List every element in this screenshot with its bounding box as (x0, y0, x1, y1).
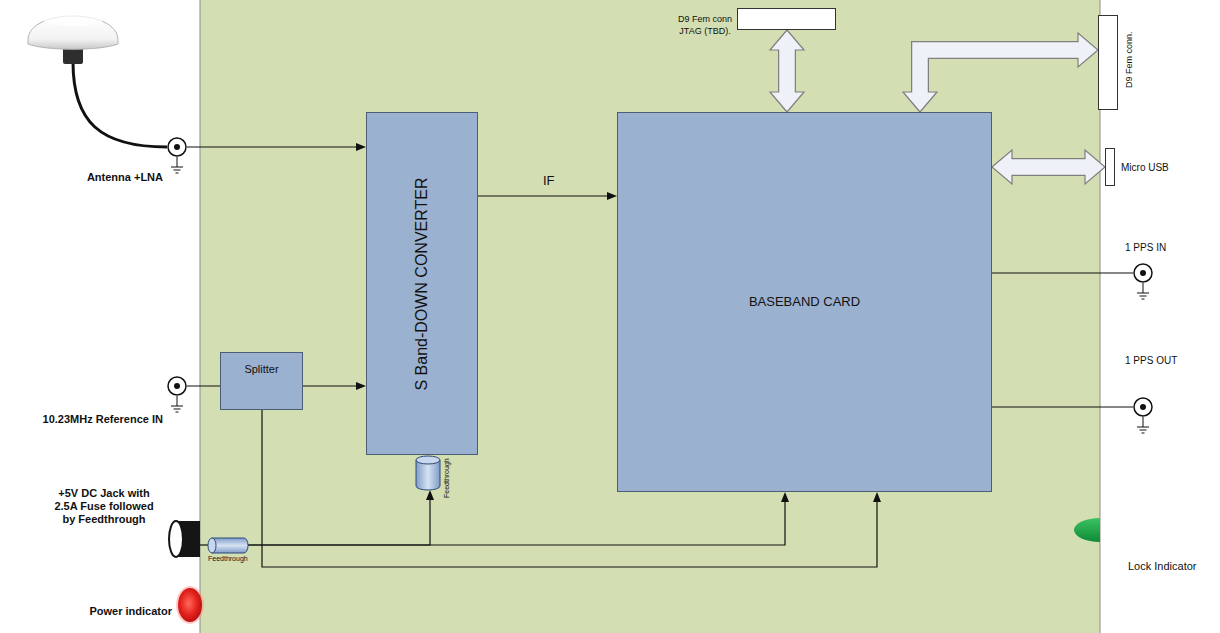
arrow-head (356, 382, 366, 390)
bus-arrow (770, 30, 804, 112)
baseband-box: BASEBAND CARD (617, 112, 992, 492)
signal-line-path (478, 195, 610, 196)
coax-connector-shape (1133, 263, 1153, 283)
signal-line-path (187, 146, 359, 147)
splitter-box: Splitter (220, 352, 303, 410)
signal-line (248, 492, 789, 545)
bus-arrow-body (920, 50, 1082, 96)
signal-line (992, 273, 1133, 274)
coax-connector: Antenna +LNA (167, 137, 187, 157)
connector-label: D9 Fem conn. (1124, 31, 1135, 88)
coax-connector: 1 PPS OUT (1133, 397, 1153, 417)
arrow-head (356, 143, 366, 151)
signal-line-path (992, 272, 1133, 273)
coax-connector-shape (1133, 397, 1153, 417)
connector-label: Antenna +LNA (87, 171, 163, 184)
power-indicator: Power indicator (178, 588, 202, 622)
signal-name: 1 PPS IN (1125, 242, 1166, 254)
bus-arrow (992, 150, 1105, 184)
signal-line (187, 386, 220, 387)
signal-line (992, 407, 1133, 408)
usb-connector: Micro USB (1105, 148, 1115, 186)
connector-label: 10.23MHz Reference IN (43, 413, 163, 426)
coax-connector-shape (167, 137, 187, 157)
connector-label: +5V DC Jack with 2.5A Fuse followed by F… (48, 487, 160, 526)
feedthrough: Feedthrough (208, 538, 248, 553)
lock-indicator: Lock Indicator (1074, 518, 1100, 542)
bus-arrow-body (779, 46, 795, 96)
d9-connector: D9 Fem conn. (1098, 15, 1118, 110)
arrow-head (607, 192, 617, 200)
signal-line-path (303, 385, 359, 386)
part-label: Feedthrough (208, 555, 248, 563)
box-title: BASEBAND CARD (749, 294, 860, 310)
coax-connector: 1 PPS IN (1133, 263, 1153, 283)
bus-arrow-body (1008, 159, 1089, 175)
signal-line (200, 545, 208, 546)
connector-label: D9 Fem conn JTAG (TBD). (676, 13, 734, 37)
signal-line (248, 490, 434, 545)
d9-connector: D9 Fem conn JTAG (TBD). (737, 8, 836, 30)
signal-line (187, 143, 366, 151)
housing-panel (200, 0, 1100, 633)
signal-name: 1 PPS OUT (1125, 355, 1177, 367)
antenna-illustration (28, 14, 167, 147)
coax-connector: 10.23MHz Reference IN (167, 376, 187, 396)
connector-label: Micro USB (1121, 162, 1169, 174)
power-indicator-shape (178, 588, 202, 622)
dc-jack-shape (168, 520, 200, 558)
feedthrough: Feedthrough (416, 456, 440, 490)
box-title: Splitter (244, 363, 278, 376)
converter-box: S Band-DOWN CONVERTER (366, 112, 478, 455)
signal-line-path (992, 406, 1133, 407)
dc-jack: +5V DC Jack with 2.5A Fuse followed by F… (168, 520, 200, 558)
arrow-head (873, 492, 881, 502)
bus-arrow (903, 33, 1098, 112)
lock-indicator-shape (1074, 518, 1100, 542)
arrow-head (781, 492, 789, 502)
signal-name: IF (541, 173, 557, 189)
coax-connector-shape (167, 376, 187, 396)
feedthrough-shape (416, 456, 440, 490)
feedthrough-shape (208, 538, 248, 553)
signal-line-path (187, 385, 220, 386)
indicator-label: Lock Indicator (1128, 560, 1196, 573)
signal-line-path (200, 544, 208, 545)
signal-line (303, 382, 366, 390)
signal-line-path (248, 499, 785, 545)
signal-line (478, 192, 617, 200)
arrow-head (426, 490, 434, 500)
indicator-label: Power indicator (89, 605, 172, 618)
part-label: Feedthrough (443, 458, 451, 498)
signal-line-path (248, 497, 430, 545)
box-title: S Band-DOWN CONVERTER (412, 177, 431, 390)
